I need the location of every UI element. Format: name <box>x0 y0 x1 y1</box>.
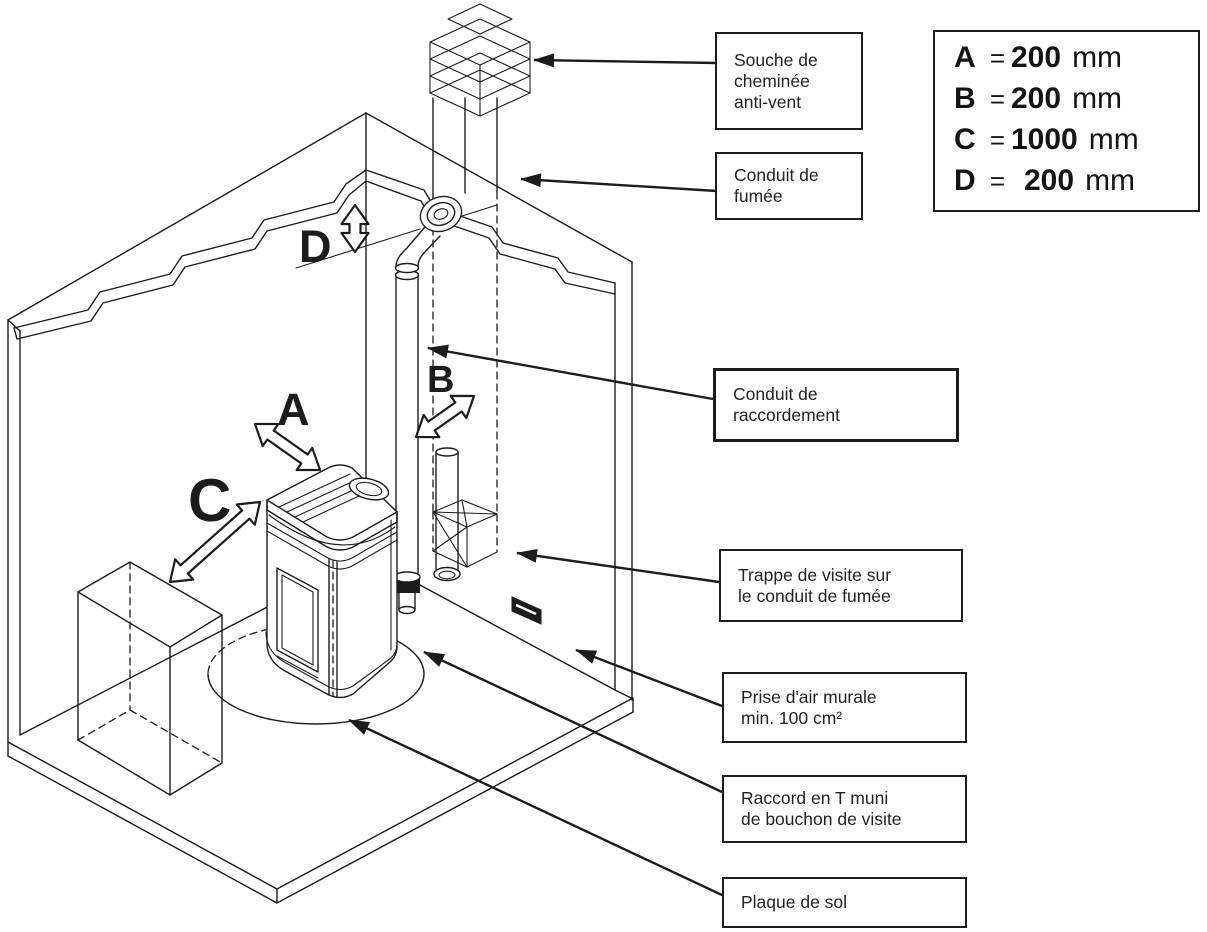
legend-letter-c: C <box>954 123 976 156</box>
wall-flange <box>419 195 463 233</box>
legend-letter-b: B <box>954 82 976 115</box>
legend-row-c: C = 1000 mm <box>954 123 1198 164</box>
legend-equals-d: = <box>989 166 1006 196</box>
dimension-letter-d: D <box>299 221 332 272</box>
legend-value-c: 1000 <box>1011 123 1078 156</box>
legend-row-d: D = 200 mm <box>954 164 1198 205</box>
dimension-arrow-a <box>253 422 322 472</box>
room-outline <box>7 112 634 904</box>
legend-letter-d: D <box>954 164 976 197</box>
stove-door-window <box>276 567 319 679</box>
chimney-cap-drawing <box>429 3 531 117</box>
leader-smoke-flue <box>520 173 718 193</box>
dimension-letter-c: C <box>188 467 232 534</box>
dimension-arrows <box>168 203 476 584</box>
legend-value-a: 200 <box>1011 41 1062 74</box>
legend-equals-b: = <box>989 84 1006 114</box>
callout-wall-air-intake: Prise d'air murale min. 100 cm² <box>722 672 967 743</box>
legend-value-b: 200 <box>1011 82 1062 115</box>
legend-unit-b: mm <box>1072 82 1123 115</box>
legend-row-b: B = 200 mm <box>954 82 1198 123</box>
connecting-pipe <box>393 226 461 615</box>
dimension-arrow-d <box>340 203 370 254</box>
legend-unit-c: mm <box>1088 123 1139 156</box>
legend-equals-a: = <box>989 43 1006 73</box>
hidden-smoke-flue <box>432 97 498 515</box>
callout-t-connector: Raccord en T muni de bouchon de visite <box>722 775 967 843</box>
callout-connecting-flue: Conduit de raccordement <box>713 368 959 442</box>
leader-floor-plate <box>348 718 723 897</box>
callout-t-connector-text: Raccord en T muni de bouchon de visite <box>741 788 902 829</box>
legend-letter-a: A <box>954 41 976 74</box>
leader-wall-air-intake <box>575 648 723 708</box>
leader-connecting-flue <box>427 344 714 401</box>
callout-connecting-flue-text: Conduit de raccordement <box>733 384 840 425</box>
clearance-legend-box: A = 200 mm B = 200 mm C = 1000 mm D = 20… <box>933 30 1200 212</box>
callout-floor-plate: Plaque de sol <box>722 877 967 928</box>
dimension-arrow-c <box>168 500 262 584</box>
stove-control-panel <box>348 477 390 501</box>
dimension-arrow-b <box>414 394 476 439</box>
callout-wall-air-intake-text: Prise d'air murale min. 100 cm² <box>741 686 877 728</box>
furniture-block <box>77 561 223 796</box>
callout-chimney-cap: Souche de cheminée anti-vent <box>715 32 863 130</box>
stove-top-grille <box>278 473 375 523</box>
dimension-letter-b: B <box>427 359 455 401</box>
callout-leader-lines <box>348 53 723 897</box>
pellet-stove <box>265 464 398 699</box>
inspection-hatch-drawing <box>432 499 498 568</box>
callout-chimney-cap-text: Souche de cheminée anti-vent <box>734 49 818 112</box>
legend-value-d: 200 <box>1024 164 1075 197</box>
legend-equals-c: = <box>989 125 1006 155</box>
inspection-plug <box>398 605 416 615</box>
callout-smoke-flue-text: Conduit de fumée <box>734 165 819 206</box>
dimension-letter-a: A <box>277 384 310 435</box>
legend-unit-d: mm <box>1085 164 1136 197</box>
leader-t-connector <box>423 650 723 794</box>
callout-inspection-hatch-text: Trappe de visite sur le conduit de fumée <box>738 564 892 606</box>
legend-unit-a: mm <box>1072 41 1123 74</box>
leader-chimney-cap <box>533 53 719 68</box>
legend-row-a: A = 200 mm <box>954 41 1198 82</box>
callout-floor-plate-text: Plaque de sol <box>741 892 848 912</box>
leader-inspection-hatch <box>516 548 720 584</box>
callout-smoke-flue: Conduit de fumée <box>715 152 863 220</box>
callout-inspection-hatch: Trappe de visite sur le conduit de fumée <box>719 549 963 622</box>
wall-air-intake-vent <box>511 596 542 625</box>
